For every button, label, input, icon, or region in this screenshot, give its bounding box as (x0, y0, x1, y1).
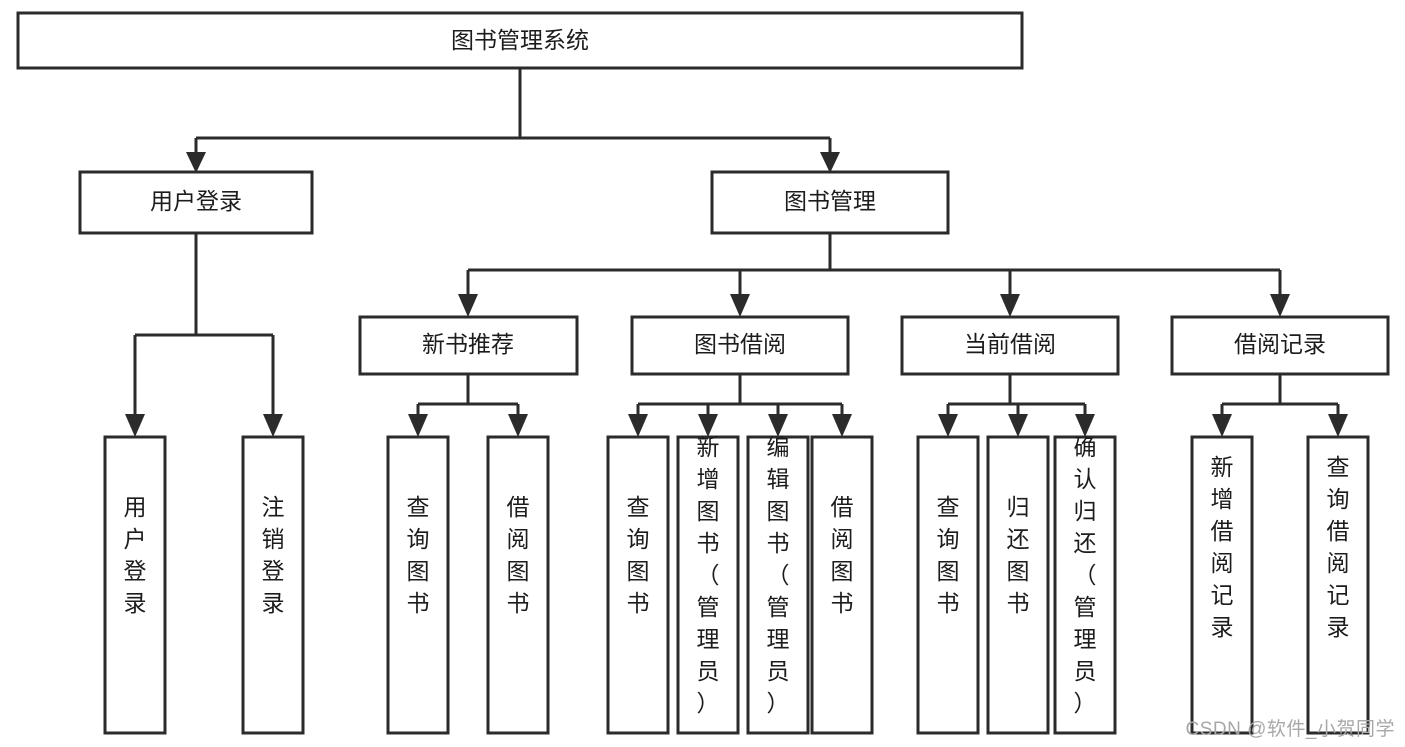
leaf-user-login-2-box[interactable] (241, 435, 305, 735)
arrow-root-to-bookmgmt (820, 152, 840, 173)
connector-layer (125, 68, 1348, 437)
arrow-record-l1 (1212, 414, 1232, 437)
arrow-root-to-user (186, 152, 206, 173)
node-book-borrow-label: 图书借阅 (694, 331, 786, 357)
leaf-borrow-record-2[interactable]: 查询借阅记录 (1306, 435, 1370, 735)
leaf-user-login-2[interactable]: 注销登录 (241, 435, 305, 735)
arrow-bookmgmt-c4 (1270, 294, 1290, 317)
leaf-user-login-1[interactable]: 用户登录 (103, 435, 167, 735)
leaf-book-borrow-4[interactable]: 借阅图书 (810, 435, 874, 735)
leaf-current-borrow-1-label: 查询图书 (937, 494, 960, 616)
leaf-book-borrow-2[interactable]: 新增图书（管理员） (676, 434, 740, 735)
leaf-borrow-record-1[interactable]: 新增借阅记录 (1190, 435, 1254, 735)
node-user-login[interactable]: 用户登录 (78, 170, 314, 235)
node-user-login-label: 用户登录 (150, 188, 242, 214)
leaf-current-borrow-2-box[interactable] (986, 435, 1050, 735)
leaf-borrow-record-1-label: 新增借阅记录 (1211, 454, 1234, 640)
node-current-borrow-box[interactable] (900, 315, 1120, 376)
csdn-watermark: CSDN @软件_小贺同学 (1185, 719, 1395, 740)
leaf-borrow-record-2-box[interactable] (1306, 435, 1370, 735)
node-new-book-recommend[interactable]: 新书推荐 (358, 315, 579, 376)
leaf-new-book-2-label: 借阅图书 (507, 494, 530, 616)
leaf-new-book-1-label: 查询图书 (407, 494, 430, 616)
leaf-book-borrow-4-label: 借阅图书 (831, 494, 854, 616)
arrow-borrow-l4 (832, 414, 852, 437)
node-new-book-recommend-label: 新书推荐 (422, 331, 514, 357)
node-book-management-box[interactable] (710, 170, 950, 235)
node-root[interactable]: 图书管理系统 (16, 11, 1024, 70)
leaf-book-borrow-1-box[interactable] (606, 435, 670, 735)
node-user-login-box[interactable] (78, 170, 314, 235)
leaf-book-borrow-2-box[interactable] (676, 435, 740, 735)
leaf-borrow-record-2-label: 查询借阅记录 (1327, 454, 1350, 640)
node-borrow-record-box[interactable] (1170, 315, 1390, 376)
leaf-new-book-2[interactable]: 借阅图书 (486, 435, 550, 735)
leaf-current-borrow-2-label: 归还图书 (1007, 494, 1030, 616)
leaf-new-book-2-box[interactable] (486, 435, 550, 735)
arrow-user-leaf1 (125, 414, 145, 437)
leaf-current-borrow-2[interactable]: 归还图书 (986, 435, 1050, 735)
arrow-borrow-l3 (768, 414, 788, 437)
leaf-current-borrow-1[interactable]: 查询图书 (916, 435, 980, 735)
node-book-management[interactable]: 图书管理 (710, 170, 950, 235)
leaf-current-borrow-1-box[interactable] (916, 435, 980, 735)
node-borrow-record[interactable]: 借阅记录 (1170, 315, 1390, 376)
leaf-book-borrow-3-box[interactable] (746, 435, 810, 735)
arrow-bookmgmt-c3 (1000, 294, 1020, 317)
leaf-user-login-1-label: 用户登录 (124, 494, 147, 616)
arrow-current-l1 (938, 414, 958, 437)
leaf-new-book-1[interactable]: 查询图书 (386, 435, 450, 735)
node-new-book-recommend-box[interactable] (358, 315, 579, 376)
arrow-current-l3 (1075, 414, 1095, 437)
leaf-borrow-record-1-box[interactable] (1190, 435, 1254, 735)
arrow-borrow-l2 (698, 414, 718, 437)
arrow-newbook-l1 (408, 414, 428, 437)
node-root-label: 图书管理系统 (451, 27, 589, 53)
leaf-book-borrow-4-box[interactable] (810, 435, 874, 735)
node-book-borrow[interactable]: 图书借阅 (630, 315, 850, 376)
arrow-bookmgmt-c1 (458, 294, 478, 317)
leaf-new-book-1-box[interactable] (386, 435, 450, 735)
leaf-user-login-1-box[interactable] (103, 435, 167, 735)
arrow-bookmgmt-c2 (730, 294, 750, 317)
arrow-newbook-l2 (508, 414, 528, 437)
node-borrow-record-label: 借阅记录 (1234, 331, 1326, 357)
node-current-borrow[interactable]: 当前借阅 (900, 315, 1120, 376)
leaf-user-login-2-label: 注销登录 (262, 494, 285, 616)
leaf-book-borrow-1[interactable]: 查询图书 (606, 435, 670, 735)
arrow-borrow-l1 (628, 414, 648, 437)
arrow-user-leaf2 (263, 414, 283, 437)
node-book-management-label: 图书管理 (784, 188, 876, 214)
arrow-record-l2 (1328, 414, 1348, 437)
node-root-box[interactable] (16, 11, 1024, 70)
leaf-book-borrow-2-label: 新增图书（管理员） (697, 434, 720, 716)
leaf-current-borrow-3-box[interactable] (1053, 435, 1117, 735)
node-book-borrow-box[interactable] (630, 315, 850, 376)
leaf-book-borrow-3-label: 编辑图书（管理员） (767, 434, 790, 716)
arrow-current-l2 (1008, 414, 1028, 437)
leaf-book-borrow-1-label: 查询图书 (627, 494, 650, 616)
node-current-borrow-label: 当前借阅 (964, 331, 1056, 357)
leaf-current-borrow-3-label: 确认归还（管理员） (1074, 434, 1097, 716)
leaf-book-borrow-3[interactable]: 编辑图书（管理员） (746, 434, 810, 735)
leaf-current-borrow-3[interactable]: 确认归还（管理员） (1053, 434, 1117, 735)
